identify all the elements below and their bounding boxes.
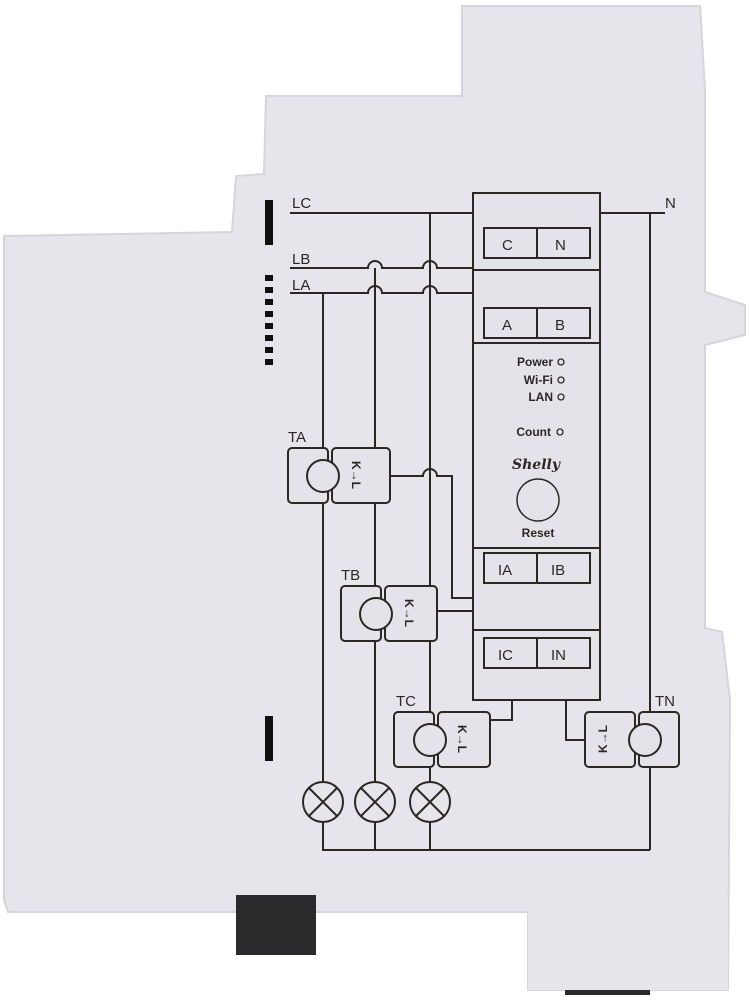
terminal-c: C — [502, 237, 513, 254]
lamp-c — [409, 781, 451, 823]
din-clip-left — [236, 895, 316, 955]
terminal-ib: IB — [551, 562, 565, 579]
terminal-b: B — [555, 317, 565, 334]
reset-button[interactable] — [516, 478, 560, 522]
count-label: Count — [516, 425, 551, 439]
terminal-a: A — [502, 317, 512, 334]
count-led — [556, 428, 564, 436]
transformer-tb: K→L — [340, 585, 438, 642]
lamp-a — [302, 781, 344, 823]
lan-led — [557, 393, 565, 401]
side-vent-marks — [265, 275, 273, 365]
svg-text:K→L: K→L — [596, 725, 610, 753]
transformer-ta-label: TA — [288, 429, 306, 446]
svg-text:K→L: K→L — [402, 599, 416, 627]
side-slot-mark — [265, 716, 273, 761]
transformer-ta: K→L — [287, 447, 391, 504]
side-slot-mark — [265, 200, 273, 245]
shelly-logo: Shelly — [512, 457, 561, 473]
reset-label: Reset — [522, 526, 555, 540]
wifi-led — [557, 376, 565, 384]
terminal-n: N — [555, 237, 566, 254]
device-face — [472, 192, 601, 701]
svg-text:K→L: K→L — [455, 725, 469, 753]
terminal-ia: IA — [498, 562, 512, 579]
transformer-tn: K→L — [584, 711, 680, 768]
svg-text:K→L: K→L — [349, 461, 363, 489]
wifi-label: Wi-Fi — [524, 373, 553, 387]
power-led — [557, 358, 565, 366]
line-lc-label: LC — [292, 195, 311, 212]
transformer-tc-label: TC — [396, 693, 416, 710]
transformer-tc: K→L — [393, 711, 491, 768]
transformer-tn-label: TN — [655, 693, 675, 710]
line-n-label: N — [665, 195, 676, 212]
lan-label: LAN — [528, 390, 553, 404]
line-la-label: LA — [292, 277, 310, 294]
lamp-b — [354, 781, 396, 823]
power-label: Power — [517, 355, 553, 369]
transformer-tb-label: TB — [341, 567, 360, 584]
line-lb-label: LB — [292, 251, 310, 268]
terminal-in: IN — [551, 647, 566, 664]
terminal-ic: IC — [498, 647, 513, 664]
